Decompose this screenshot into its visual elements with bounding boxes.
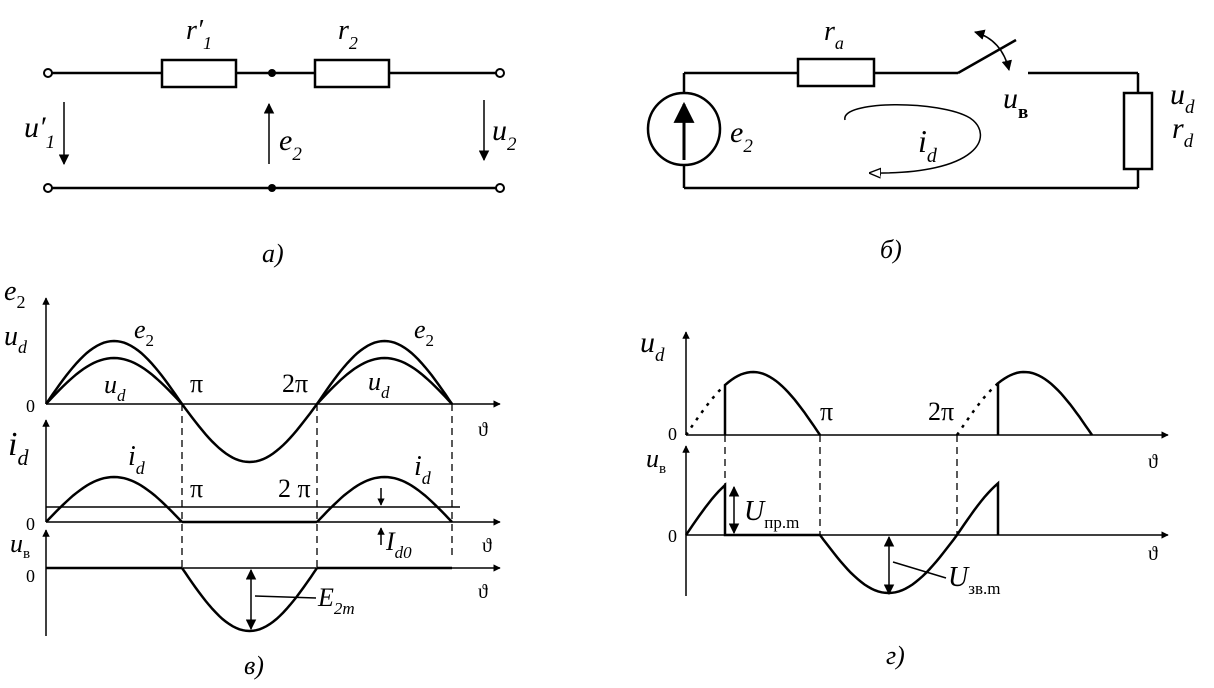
label-U-pr: Uпр.m [744, 496, 799, 532]
label-id-b: id [918, 123, 938, 167]
label-ra: ra [824, 16, 844, 53]
theta-g-1: ϑ [1148, 451, 1158, 473]
label-v-axis2: id [8, 426, 29, 470]
pi-v-2: π [190, 474, 203, 503]
label-u2: u2 [492, 114, 517, 155]
node-top-mid [268, 69, 276, 77]
E2m-leader [254, 595, 317, 599]
label-u1: u′1 [24, 111, 55, 153]
caption-v: в) [244, 651, 264, 680]
label-r2: r2 [338, 15, 358, 53]
two-pi-g: 2π [928, 397, 954, 426]
panel-a-circuit: r′1 r2 u′1 e2 u2 а) [24, 15, 517, 268]
zero-v-2: 0 [26, 514, 35, 534]
label-uv-b: uв [1003, 82, 1028, 123]
caption-g: г) [886, 641, 905, 670]
label-g-axis1: ud [640, 326, 665, 366]
resistor-r1 [160, 58, 238, 89]
theta-g-2: ϑ [1148, 543, 1158, 565]
terminal-bottom-right [495, 183, 505, 193]
resistor-r2 [313, 58, 391, 89]
label-v-axis3: uв [10, 529, 30, 562]
theta-v-3: ϑ [478, 581, 488, 603]
terminal-top-right [495, 68, 505, 78]
pi-g: π [820, 397, 833, 426]
label-ud-curve-2: ud [368, 367, 390, 402]
node-bottom-mid [268, 184, 276, 192]
theta-v-1: ϑ [478, 419, 488, 441]
panel-b-circuit: ra e2 id uв ud rd б) [646, 16, 1195, 264]
label-e2-b: e2 [730, 116, 753, 157]
theta-v-2: ϑ [482, 535, 492, 557]
caption-a: а) [262, 239, 284, 268]
zero-v-1: 0 [26, 396, 35, 416]
resistor-ra [796, 57, 876, 88]
label-U-zv: Uзв.m [948, 562, 1000, 598]
terminal-top-left [43, 68, 53, 78]
curve-uv-v [46, 566, 452, 633]
emf-source [646, 91, 722, 167]
curve-g-dotted-1 [684, 384, 726, 436]
terminal-bottom-left [43, 183, 53, 193]
label-ud-b: ud [1170, 78, 1195, 118]
label-ud-curve-1: ud [104, 370, 126, 405]
curve-g-ud-pulse-2 [996, 370, 1094, 436]
zero-g-2: 0 [668, 526, 677, 546]
zero-v-3: 0 [26, 566, 35, 586]
label-v-axis1-top: e2 [4, 276, 25, 312]
label-Id0: Id0 [385, 527, 412, 562]
panel-g-waveforms: ud 0 0 ϑ ϑ π 2π uв Uпр.m Uзв.m г) [640, 326, 1169, 670]
curve-ud-v [45, 356, 453, 405]
label-e2-curve-2: e2 [414, 315, 434, 350]
label-id-curve-1: id [128, 441, 146, 478]
label-E2m: E2m [317, 583, 355, 618]
label-id-curve-2: id [414, 451, 432, 488]
resistor-rd [1122, 91, 1154, 171]
two-pi-v-1: 2π [282, 369, 308, 398]
label-e2-a: e2 [279, 124, 302, 165]
pi-v-1: π [190, 369, 203, 398]
U-zv-leader [892, 561, 947, 579]
zero-g-1: 0 [668, 424, 677, 444]
two-pi-v-2: 2 π [278, 474, 311, 503]
label-r1: r′1 [186, 15, 212, 53]
curve-g-ud-pulse-1 [723, 370, 822, 436]
curve-id-v [45, 475, 453, 524]
label-v-axis1-bottom: ud [4, 321, 28, 357]
curve-e2-v [44, 339, 454, 464]
label-g-axis2: uв [646, 444, 666, 477]
current-loop-arrow [844, 104, 982, 173]
label-e2-curve-1: e2 [134, 315, 154, 350]
label-rd: rd [1172, 112, 1194, 152]
caption-b: б) [880, 235, 902, 264]
switch-blade [957, 38, 1017, 75]
switch-action-arrow [973, 29, 1012, 72]
curve-g-dotted-2 [955, 382, 999, 436]
panel-v-waveforms: e2 ud 0 0 0 ϑ ϑ ϑ π 2π π 2 π e2 ud e2 ud… [4, 276, 501, 680]
